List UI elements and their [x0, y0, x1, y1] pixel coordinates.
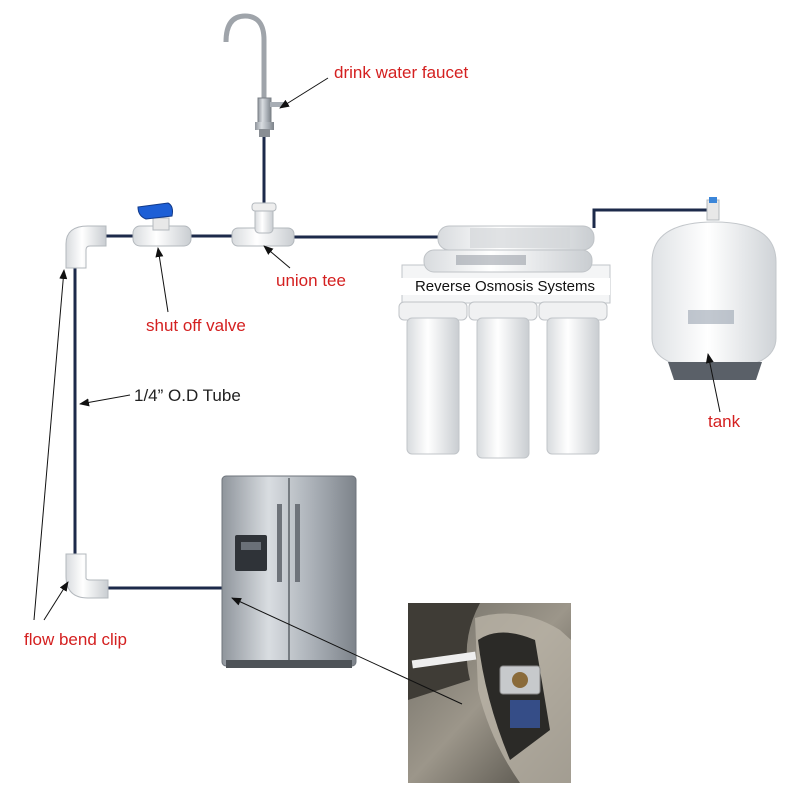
- label-union-tee: union tee: [276, 271, 346, 290]
- shut-off-valve-icon: [132, 202, 192, 247]
- faucet-icon: [223, 13, 284, 137]
- lower-elbow-clip-icon: [65, 553, 109, 599]
- label-shut-off-valve: shut off valve: [146, 316, 246, 335]
- storage-tank-icon: [651, 197, 777, 380]
- label-tank: tank: [708, 412, 741, 431]
- pointer-fridge-photo: [231, 597, 463, 705]
- label-tube: 1/4” O.D Tube: [134, 386, 241, 405]
- refrigerator-icon: [221, 475, 357, 668]
- label-drink-water-faucet: drink water faucet: [334, 63, 469, 82]
- pointer-clip-lower: [43, 581, 69, 621]
- pointer-lines: [33, 77, 721, 705]
- pointer-tank: [705, 353, 721, 413]
- ro-system-icon: [398, 225, 611, 459]
- pointer-clip-upper: [33, 269, 68, 621]
- upper-elbow-clip-icon: [65, 225, 107, 269]
- label-flow-bend-clip: flow bend clip: [24, 630, 128, 649]
- pointer-union-tee: [263, 245, 291, 269]
- tubing: [73, 135, 714, 590]
- pointer-faucet: [279, 77, 329, 109]
- pointer-shut-off-valve: [155, 247, 169, 313]
- connection-photo-inset: [408, 603, 571, 783]
- pointer-tube: [79, 394, 131, 407]
- ro-filter-canisters: [398, 301, 608, 459]
- label-reverse-osmosis-systems: Reverse Osmosis Systems: [400, 278, 610, 295]
- union-tee-icon: [231, 202, 295, 247]
